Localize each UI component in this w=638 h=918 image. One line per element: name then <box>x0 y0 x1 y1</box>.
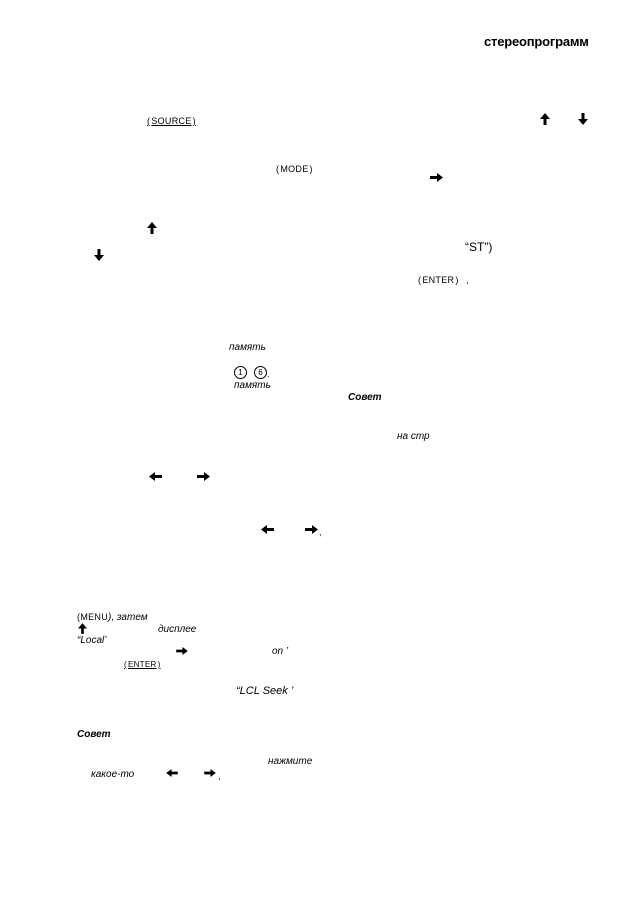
tip-heading: Совет <box>348 392 382 403</box>
enter-button-label-small: ENTER <box>124 661 161 669</box>
arrow-right-icon <box>176 647 188 655</box>
display-text: дисплее <box>158 624 197 635</box>
arrow-up-icon <box>147 222 157 234</box>
on-text: on ’ <box>272 646 289 657</box>
enter-button-label: ENTER <box>418 276 459 285</box>
final-comma: , <box>218 771 221 781</box>
some-text: какое-то <box>91 769 135 780</box>
arrows-suffix: , <box>319 527 322 537</box>
source-button-label: SOURCE <box>147 117 196 126</box>
st-indicator-text: “ST”) <box>465 240 493 254</box>
arrow-right-icon <box>204 769 216 777</box>
arrow-right-icon <box>197 472 210 481</box>
preset-1-icon: 1 <box>234 366 247 379</box>
enter-suffix: , <box>466 275 469 285</box>
menu-label: MENU <box>80 612 109 622</box>
page-heading: стереопрограмм <box>484 34 589 49</box>
arrow-down-icon <box>578 113 588 125</box>
tip-heading-2: Совет <box>77 729 111 740</box>
press-text: нажмите <box>268 756 313 767</box>
memory-text: память <box>229 342 266 353</box>
memory-text-2: память <box>234 380 271 391</box>
preset-suffix: . <box>267 369 270 379</box>
local-text: “Local’ <box>77 635 107 646</box>
arrow-left-icon <box>261 525 274 534</box>
arrow-left-icon <box>149 472 162 481</box>
mode-button-label: MODE <box>276 165 313 174</box>
arrow-right-icon <box>430 173 443 182</box>
arrow-left-icon <box>166 769 178 777</box>
menu-button-label: (MENU <box>77 612 109 622</box>
page-reference-text: на стр <box>397 431 430 442</box>
arrow-up-icon <box>78 623 87 634</box>
menu-then-text: ), затем <box>108 612 148 623</box>
arrow-down-icon <box>94 249 104 261</box>
arrow-up-icon <box>540 113 550 125</box>
arrow-right-icon <box>305 525 318 534</box>
lcl-seek-text: “LCL Seek ’ <box>236 685 294 697</box>
preset-6-icon: 6 <box>254 366 267 379</box>
